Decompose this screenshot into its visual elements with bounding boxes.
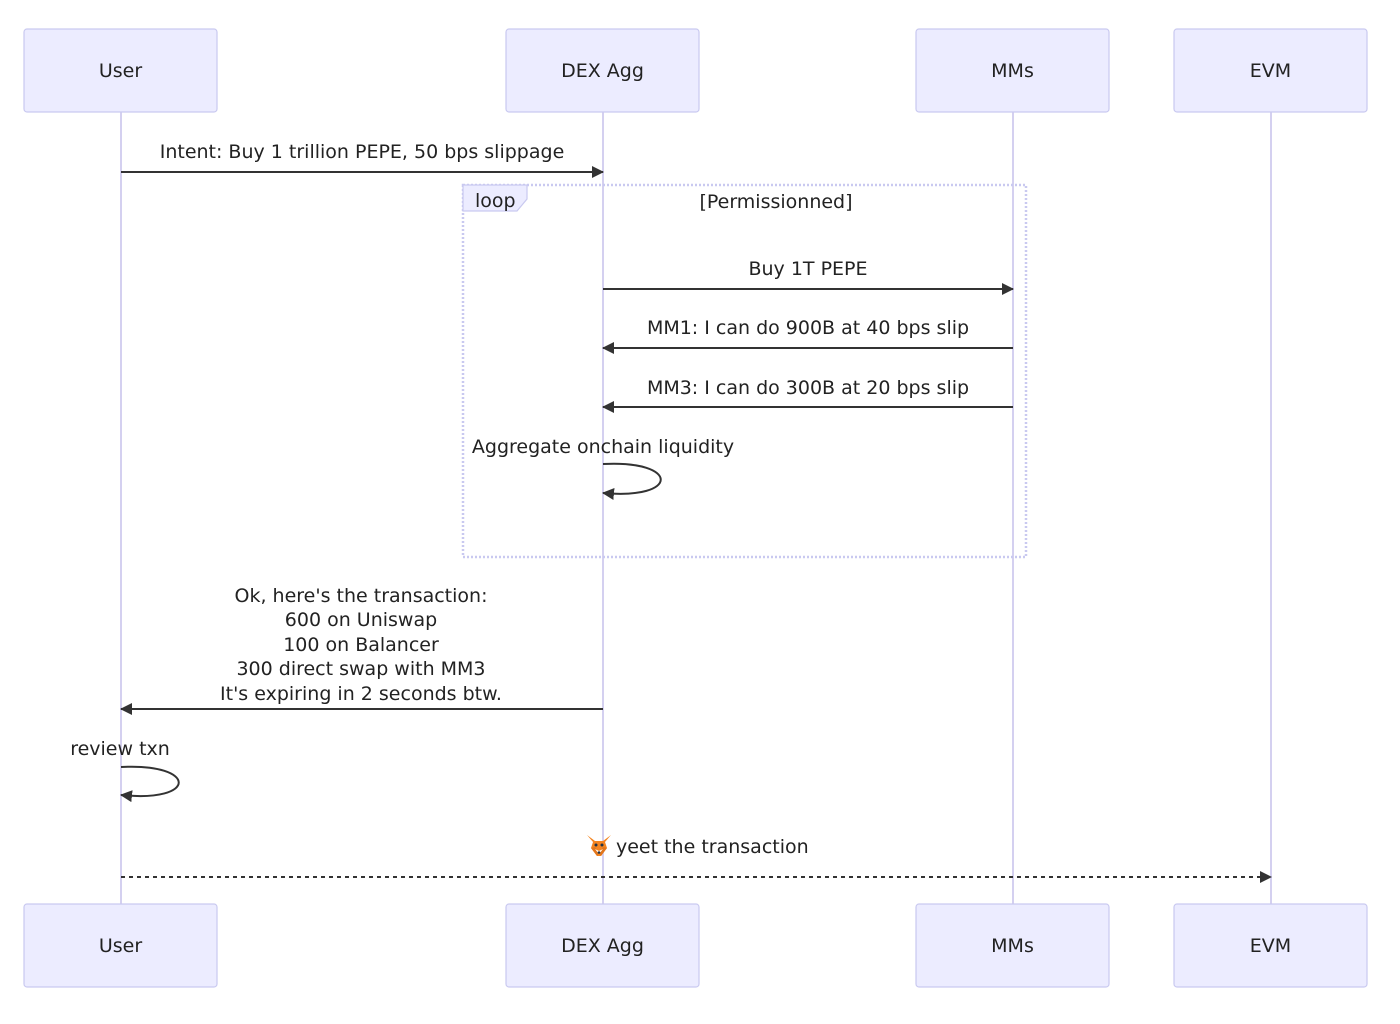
message-label-line: 300 direct swap with MM3 [236,658,485,680]
message-label: Intent: Buy 1 trillion PEPE, 50 bps slip… [160,141,565,163]
message-yeet-transaction: yeet the transaction [121,835,1272,883]
message-label: Aggregate onchain liquidity [472,436,734,458]
message-label-line: It's expiring in 2 seconds btw. [220,683,502,705]
message-mm3-quote: MM3: I can do 300B at 20 bps slip [602,377,1013,413]
message-transaction-offer: Ok, here's the transaction: 600 on Unisw… [120,585,603,715]
actor-dex-agg-top: DEX Agg [505,28,700,113]
actor-mms-bottom: MMs [915,903,1110,988]
message-mm1-quote: MM1: I can do 900B at 40 bps slip [602,317,1013,354]
actor-label: EVM [1250,935,1291,957]
actor-label: MMs [991,935,1034,957]
loop-frame: loop [Permissionned] [461,183,1028,559]
self-loop-arrow [602,462,662,500]
message-label: MM1: I can do 900B at 40 bps slip [647,317,969,339]
fox-icon [587,835,611,856]
message-label-line: 100 on Balancer [283,634,439,656]
message-review-txn: review txn [70,738,180,803]
actor-mms-top: MMs [915,28,1110,113]
loop-keyword: loop [475,190,516,212]
actor-label: MMs [991,60,1034,82]
message-label: MM3: I can do 300B at 20 bps slip [647,377,969,399]
message-aggregate-liquidity: Aggregate onchain liquidity [472,436,734,500]
message-label: yeet the transaction [616,836,809,858]
actor-user-bottom: User [23,903,218,988]
actor-label: User [99,60,142,82]
actor-evm-bottom: EVM [1173,903,1368,988]
actor-label: DEX Agg [561,60,644,82]
actor-dex-agg-bottom: DEX Agg [505,903,700,988]
self-loop-arrow [120,765,180,803]
loop-condition: [Permissionned] [699,191,852,213]
actor-label: DEX Agg [561,935,644,957]
message-label-line: 600 on Uniswap [285,609,437,631]
actor-evm-top: EVM [1173,28,1368,113]
message-buy-request: Buy 1T PEPE [603,258,1014,295]
message-label: review txn [70,738,170,760]
actor-label: EVM [1250,60,1291,82]
message-intent: Intent: Buy 1 trillion PEPE, 50 bps slip… [121,141,604,178]
actor-label: User [99,935,142,957]
actor-user-top: User [23,28,218,113]
loop-tab [462,184,528,212]
message-label: Buy 1T PEPE [748,258,867,280]
message-label-line: Ok, here's the transaction: [235,585,488,607]
